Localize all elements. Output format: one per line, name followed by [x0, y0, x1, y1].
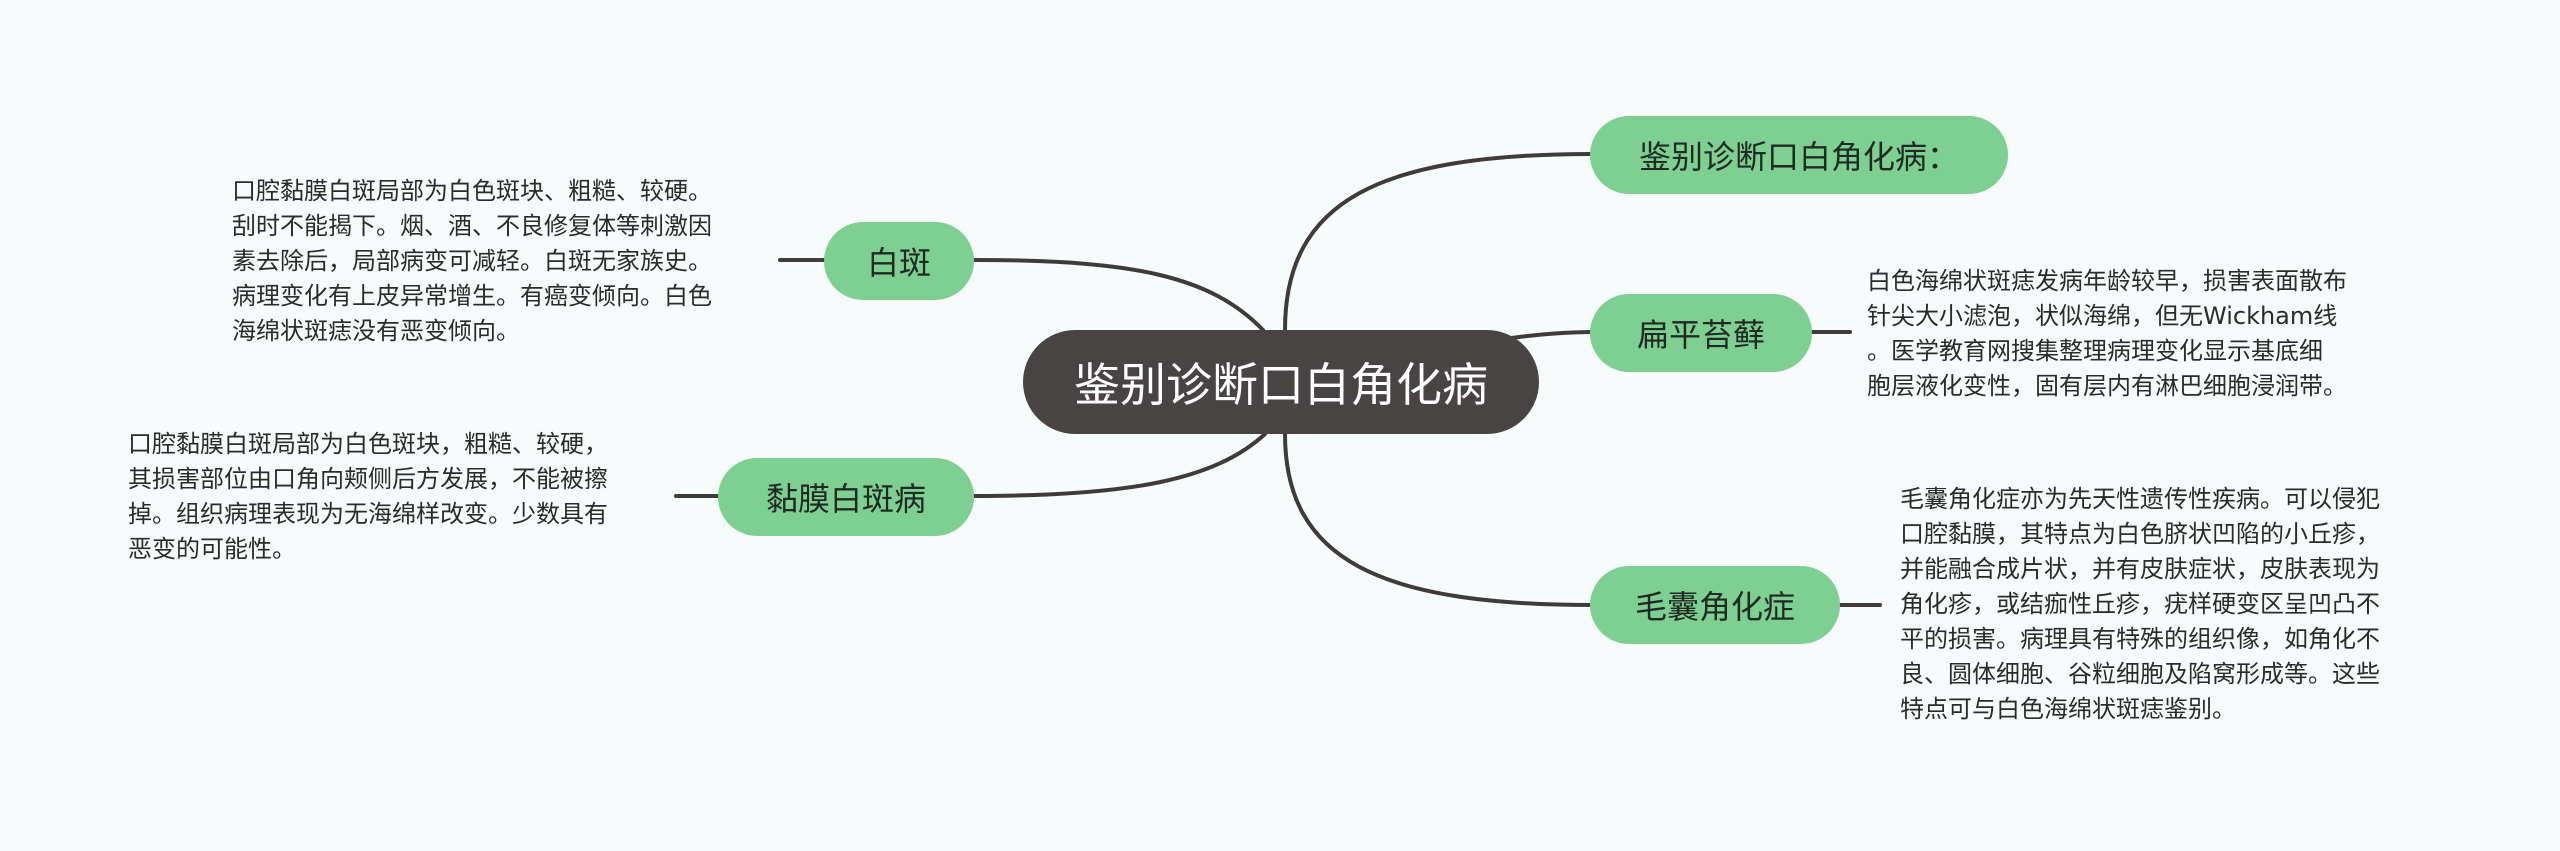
note-line: 海绵状斑痣没有恶变倾向。 — [232, 317, 520, 345]
note-line: 角化疹，或结痂性丘疹，疣样硬变区呈凹凸不 — [1900, 590, 2380, 618]
note-line: 胞层液化变性，固有层内有淋巴细胞浸润带。 — [1867, 372, 2347, 400]
note-line: 平的损害。病理具有特殊的组织像，如角化不 — [1900, 625, 2380, 653]
note-bianping: 白色海绵状斑痣发病年龄较早，损害表面散布 针尖大小滤泡，状似海绵，但无Wickh… — [1867, 264, 2347, 404]
root-label: 鉴别诊断口白角化病 — [1074, 358, 1488, 412]
connector-root-to-nianmo — [973, 432, 1267, 498]
note-baiban: 口腔黏膜白斑局部为白色斑块、粗糙、较硬。 刮时不能揭下。烟、酒、不良修复体等刺激… — [232, 174, 712, 349]
branch-label: 黏膜白斑病 — [765, 480, 926, 518]
branch-node-bianping[interactable]: 扁平苔藓 — [1590, 294, 1812, 372]
branch-label: 鉴别诊断口白角化病： — [1638, 138, 1959, 176]
note-maonang: 毛囊角化症亦为先天性遗传性疾病。可以侵犯 口腔黏膜，其特点为白色脐状凹陷的小丘疹… — [1900, 482, 2380, 727]
note-line: 特点可与白色海绵状斑痣鉴别。 — [1900, 695, 2236, 723]
note-nianmo: 口腔黏膜白斑局部为白色斑块，粗糙、较硬， 其损害部位由口角向颊侧后方发展，不能被… — [128, 427, 608, 567]
note-line: 恶变的可能性。 — [128, 535, 296, 563]
note-line: 毛囊角化症亦为先天性遗传性疾病。可以侵犯 — [1900, 485, 2380, 513]
branch-label: 白斑 — [866, 244, 931, 282]
connector-root-to-maonang — [1283, 432, 1595, 607]
branch-node-nianmo[interactable]: 黏膜白斑病 — [718, 458, 974, 536]
branch-node-baiban[interactable]: 白斑 — [824, 222, 974, 300]
connector-root-to-top-right — [1283, 152, 1595, 332]
root-node[interactable]: 鉴别诊断口白角化病 — [1023, 330, 1539, 434]
note-line: 口腔黏膜白斑局部为白色斑块、粗糙、较硬。 — [232, 177, 712, 205]
note-line: 。医学教育网搜集整理病理变化显示基底细 — [1867, 337, 2323, 365]
connector-root-to-baiban — [973, 258, 1265, 332]
branch-node-top-right[interactable]: 鉴别诊断口白角化病： — [1590, 116, 2008, 194]
branch-label: 毛囊角化症 — [1634, 588, 1795, 626]
note-line: 良、圆体细胞、谷粒细胞及陷窝形成等。这些 — [1900, 660, 2380, 688]
note-line: 掉。组织病理表现为无海绵样改变。少数具有 — [128, 500, 608, 528]
note-line: 素去除后，局部病变可减轻。白斑无家族史。 — [232, 247, 712, 275]
note-line: 针尖大小滤泡，状似海绵，但无Wickham线 — [1867, 302, 2338, 330]
note-line: 并能融合成片状，并有皮肤症状，皮肤表现为 — [1900, 555, 2380, 583]
note-line: 口腔黏膜，其特点为白色脐状凹陷的小丘疹， — [1900, 520, 2380, 548]
note-line: 刮时不能揭下。烟、酒、不良修复体等刺激因 — [232, 212, 712, 240]
note-line: 病理变化有上皮异常增生。有癌变倾向。白色 — [232, 282, 712, 310]
branch-node-maonang[interactable]: 毛囊角化症 — [1590, 566, 1840, 644]
note-line: 白色海绵状斑痣发病年龄较早，损害表面散布 — [1867, 267, 2347, 295]
note-line: 其损害部位由口角向颊侧后方发展，不能被擦 — [128, 465, 608, 493]
branch-label: 扁平苔藓 — [1636, 316, 1765, 354]
note-line: 口腔黏膜白斑局部为白色斑块，粗糙、较硬， — [128, 430, 608, 458]
